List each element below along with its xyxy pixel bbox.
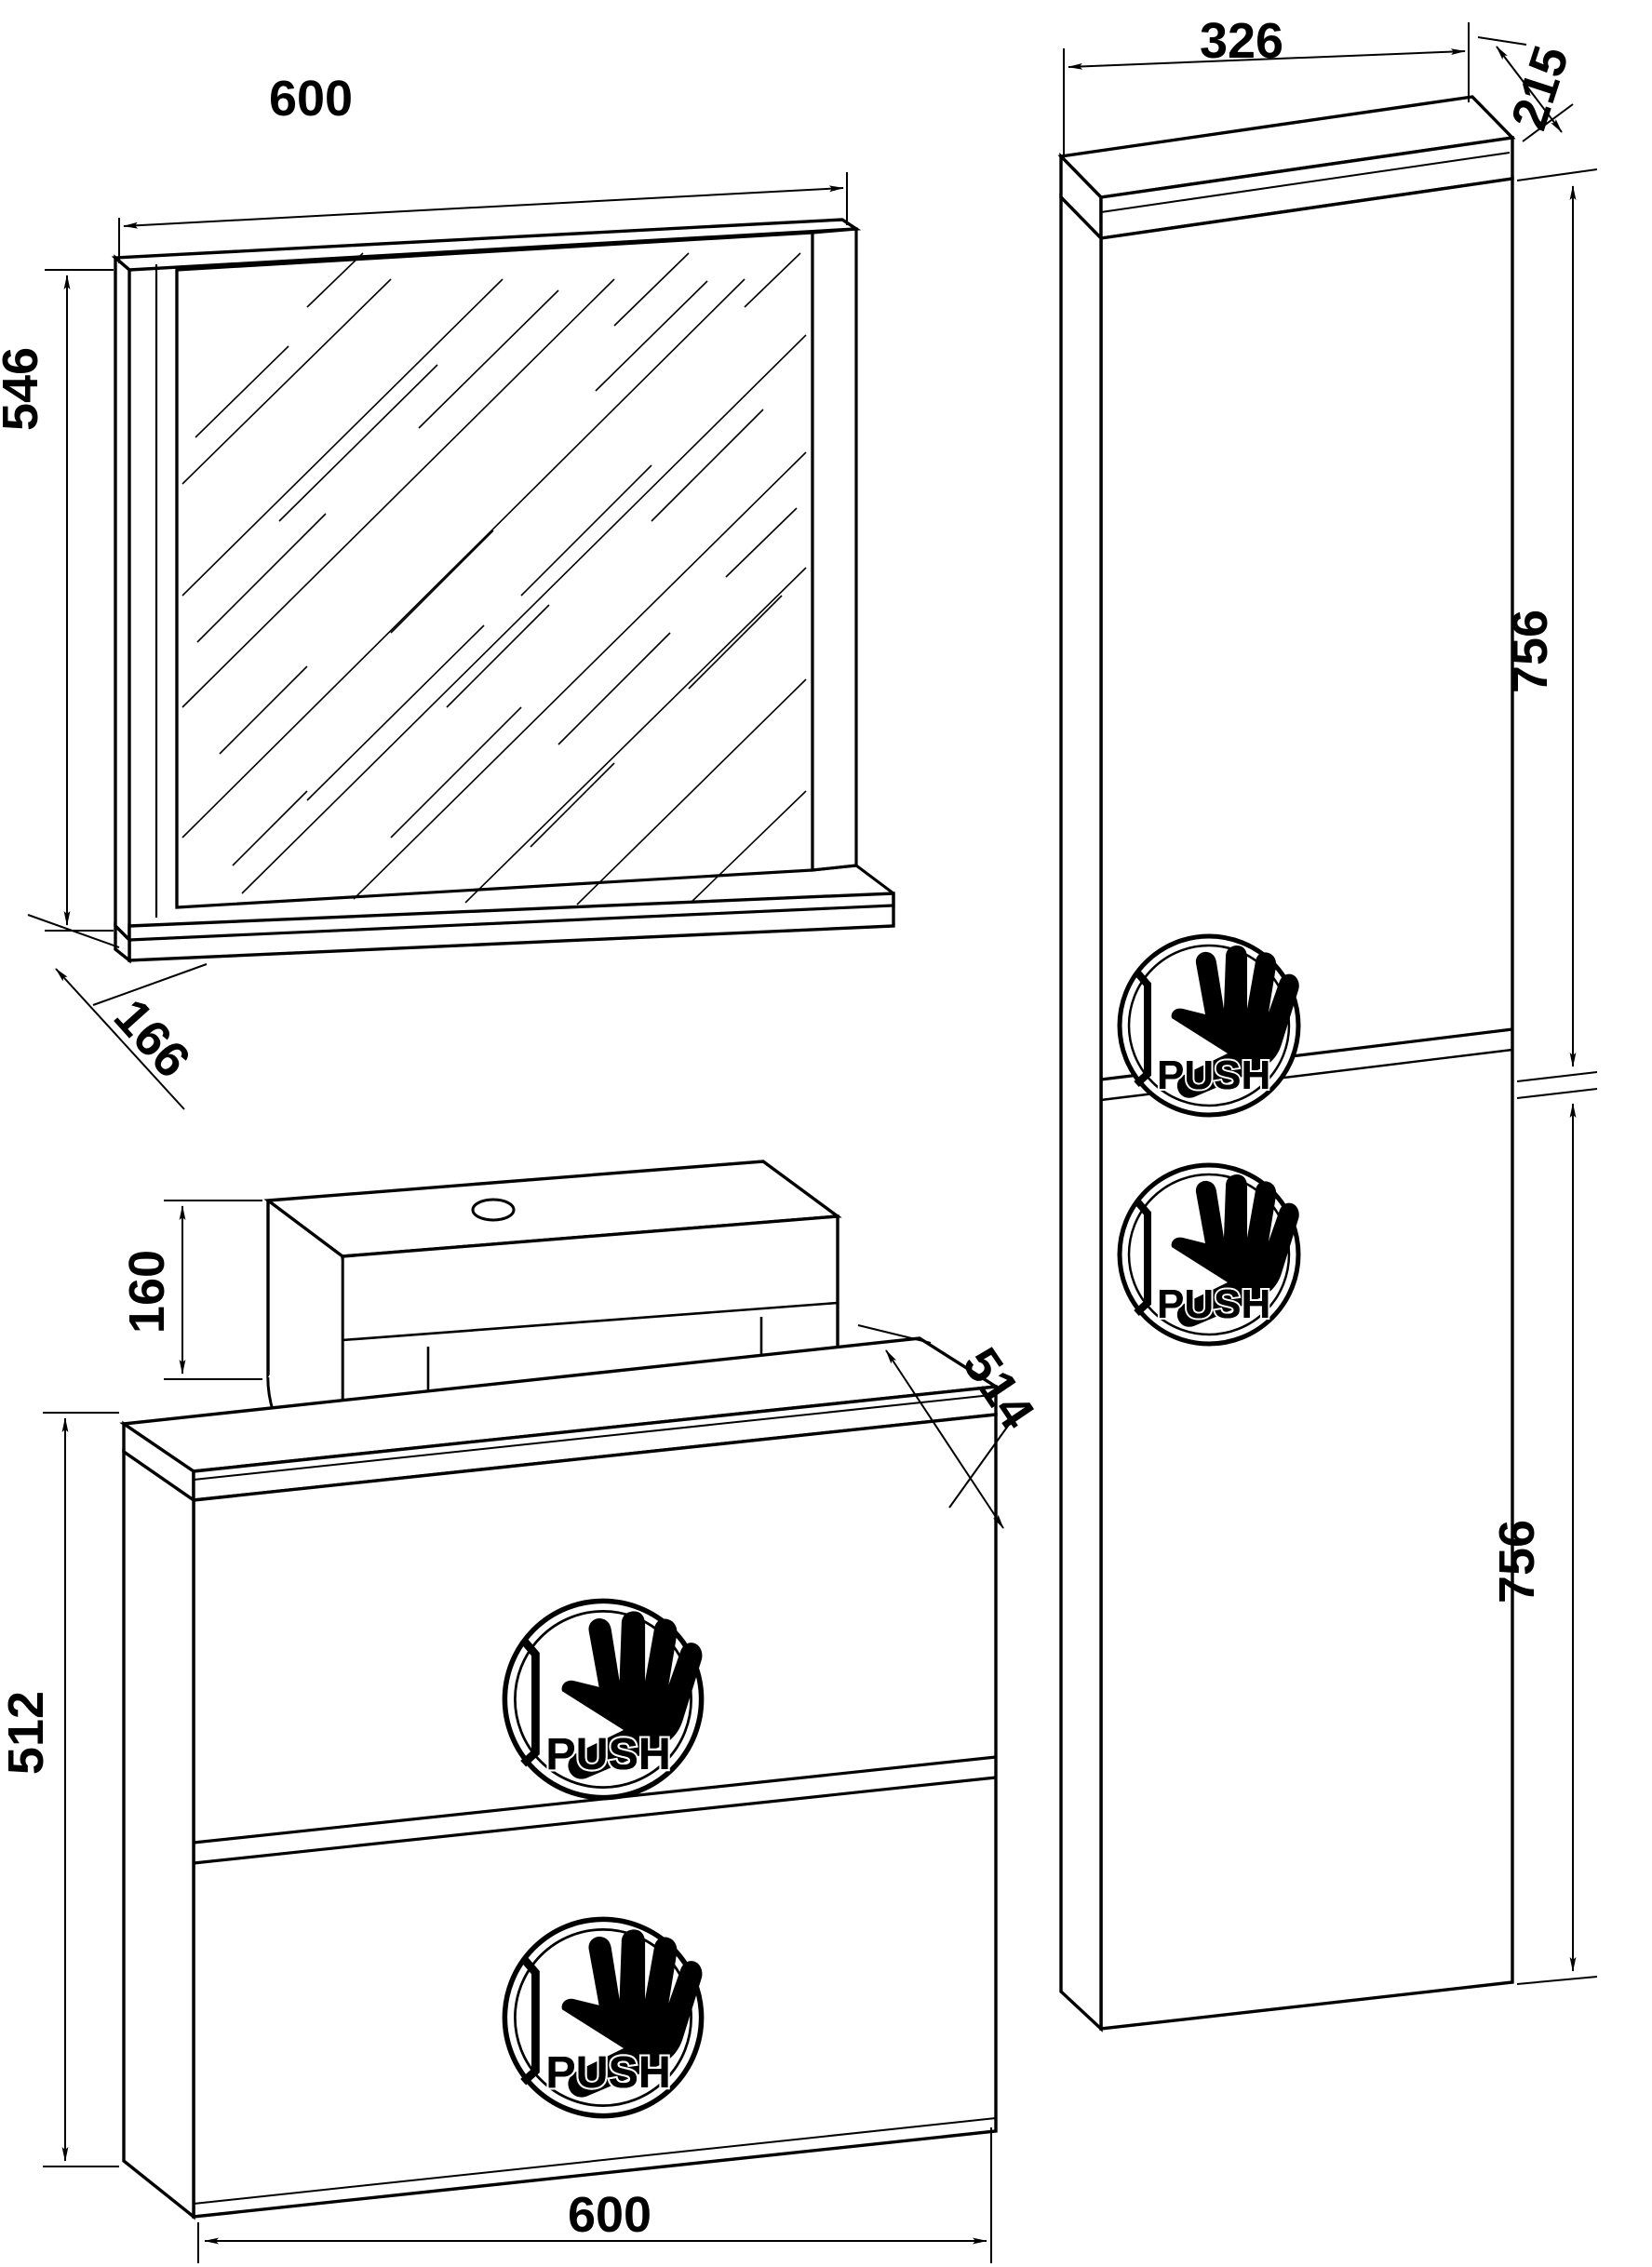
dim-label-basin-height: 160 xyxy=(119,1250,175,1334)
dim-label-mirror-width: 600 xyxy=(269,71,353,127)
dim-vanity-width xyxy=(197,2127,992,2263)
dim-cabinet-depth xyxy=(1477,36,1574,142)
tall-cabinet xyxy=(1057,95,1516,2032)
dim-mirror-height xyxy=(45,269,114,932)
dim-mirror-width xyxy=(118,172,848,263)
dim-cabinet-width xyxy=(1063,22,1470,160)
dimension-labels: 600 546 166 160 512 514 600 326 215 756 … xyxy=(0,13,1579,2243)
dim-label-cabinet-lower: 756 xyxy=(1489,1520,1545,1603)
dim-label-mirror-depth: 166 xyxy=(103,988,201,1088)
dim-label-cabinet-depth: 215 xyxy=(1500,39,1579,136)
dim-label-vanity-width: 600 xyxy=(568,2187,651,2243)
dim-mirror-depth xyxy=(27,914,208,1110)
dim-basin-height xyxy=(164,1200,262,1380)
dim-label-cabinet-width: 326 xyxy=(1200,13,1283,69)
dim-label-mirror-height: 546 xyxy=(0,347,48,431)
push-badge-drawer-top xyxy=(504,1601,702,1797)
dim-vanity-depth xyxy=(857,1324,1012,1529)
dim-vanity-height xyxy=(43,1412,119,2167)
dim-label-cabinet-upper: 756 xyxy=(1502,610,1558,693)
push-badge-tall-lower xyxy=(1120,1165,1299,1344)
push-badge-tall-upper xyxy=(1120,936,1299,1115)
dim-cabinet-lower xyxy=(1516,1088,1598,1985)
mirror-hatching xyxy=(181,252,807,905)
push-badge-drawer-bottom xyxy=(504,1919,702,2115)
mirror-unit xyxy=(111,218,895,964)
dim-label-vanity-height: 512 xyxy=(0,1691,54,1775)
dim-cabinet-upper xyxy=(1516,168,1598,1082)
vanity-unit xyxy=(119,1160,1001,2220)
